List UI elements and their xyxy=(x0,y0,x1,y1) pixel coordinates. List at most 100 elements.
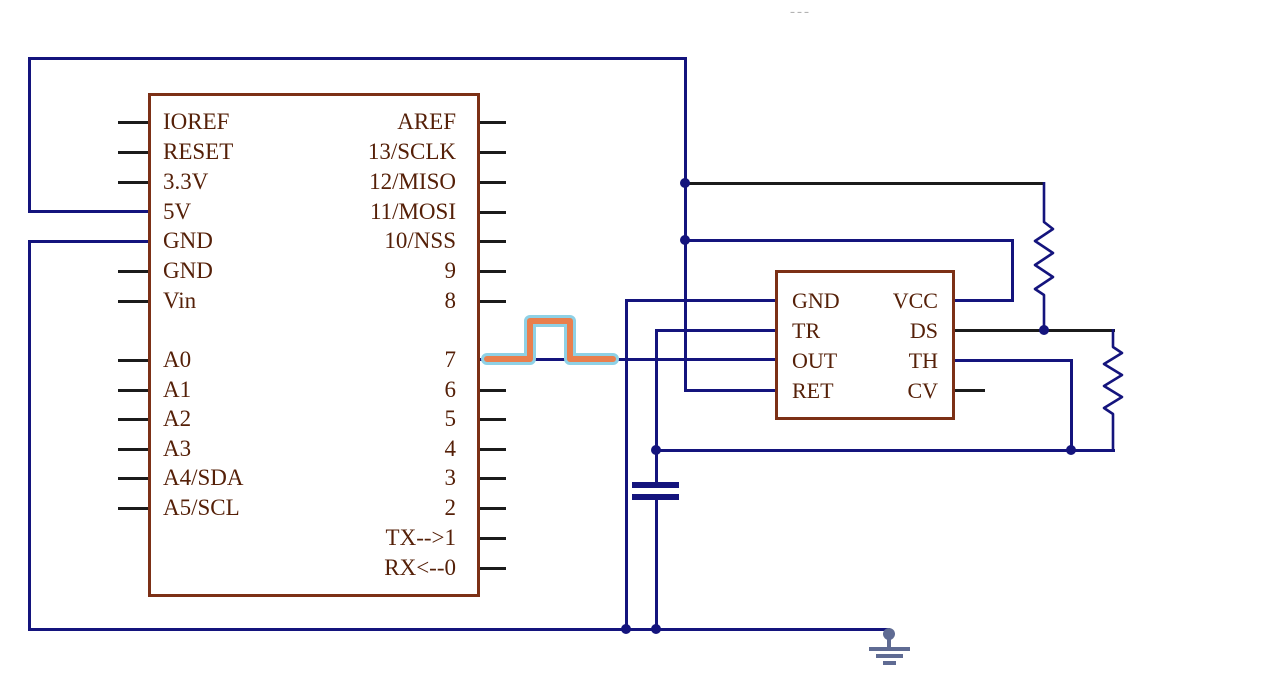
arduino-right-stub-4 xyxy=(480,448,506,451)
arduino-right-stub-tx1 xyxy=(480,537,506,540)
timer-pin-label-gnd: GND xyxy=(792,288,840,313)
ground-bar-3 xyxy=(883,661,896,665)
arduino-right-stub-11 xyxy=(480,211,506,214)
pin-label-7: 7 xyxy=(444,347,457,372)
capacitor-top-plate xyxy=(632,482,679,488)
pin-label-10-nss: 10/NSS xyxy=(384,228,456,253)
wire-timer-gnd-vertical xyxy=(625,299,628,631)
resistor-icon xyxy=(1033,182,1055,332)
junction-dot xyxy=(680,178,690,188)
resistor-icon xyxy=(1102,329,1124,451)
arduino-right-stub-6 xyxy=(480,389,506,392)
arduino-left-stub-a4 xyxy=(118,477,148,480)
junction-dot xyxy=(651,624,661,634)
wire-gnd-left-vertical xyxy=(28,240,31,631)
pin-label-11-mosi: 11/MOSI xyxy=(369,199,456,224)
wire-5v-top-rail xyxy=(28,57,687,60)
wire-5v-left-vertical xyxy=(28,57,31,212)
timer-pin-label-tr: TR xyxy=(792,318,821,343)
wire-threshold-horizontal xyxy=(955,359,1072,362)
junction-dot xyxy=(1039,325,1049,335)
pin-label-2: 2 xyxy=(444,495,457,520)
wire-threshold-vertical xyxy=(1070,359,1073,452)
arduino-left-stub-ioref xyxy=(118,121,148,124)
pin-label-ioref: IOREF xyxy=(163,109,230,134)
capacitor-bottom-plate xyxy=(632,494,679,500)
wire-timing-node-horizontal xyxy=(655,449,1115,452)
arduino-left-stub-a0 xyxy=(118,359,148,362)
arduino-right-stub-12 xyxy=(480,181,506,184)
wire-cap-vertical-bottom xyxy=(655,497,658,631)
timer-pin-label-th: TH xyxy=(908,348,938,373)
pin-label-6: 6 xyxy=(444,377,457,402)
pin-label-3v3: 3.3V xyxy=(163,169,209,194)
pulse-waveform-icon xyxy=(481,315,619,365)
arduino-left-stub-a5 xyxy=(118,507,148,510)
arduino-left-stub-a3 xyxy=(118,448,148,451)
arduino-right-stub-3 xyxy=(480,477,506,480)
pin-label-9: 9 xyxy=(444,258,457,283)
arduino-left-stub-3v3 xyxy=(118,181,148,184)
pin-label-5: 5 xyxy=(444,406,457,431)
junction-dot xyxy=(680,235,690,245)
wire-vcc-feed-vertical xyxy=(1011,239,1014,302)
pin-label-reset: RESET xyxy=(163,139,234,164)
pin-label-gnd1: GND xyxy=(163,228,213,253)
timer-ic-box xyxy=(775,270,955,420)
arduino-left-stub-a1 xyxy=(118,389,148,392)
arduino-right-stub-10 xyxy=(480,240,506,243)
arduino-right-stub-8 xyxy=(480,300,506,303)
arduino-right-stub-rx0 xyxy=(480,567,506,570)
wire-5v-to-arduino xyxy=(28,210,148,213)
pin-label-12-miso: 12/MISO xyxy=(369,169,456,194)
arduino-right-stub-2 xyxy=(480,507,506,510)
wire-cv-stub xyxy=(955,389,985,392)
ground-bar-2 xyxy=(876,654,903,658)
pin-label-vin: Vin xyxy=(163,288,197,313)
wire-gnd-bottom-rail xyxy=(28,628,890,631)
pin-label-rx0: RX<--0 xyxy=(384,555,456,580)
wire-r1-feed xyxy=(684,182,1044,185)
arduino-right-stub-13 xyxy=(480,151,506,154)
pin-label-3: 3 xyxy=(444,465,457,490)
pin-label-a1: A1 xyxy=(163,377,192,402)
wire-vcc-pin xyxy=(955,299,1014,302)
pin-label-8: 8 xyxy=(444,288,457,313)
wire-ret-to-5v xyxy=(684,389,775,392)
wire-timer-gnd-horizontal xyxy=(625,299,775,302)
wire-out-to-pin7 xyxy=(480,358,777,361)
arduino-left-stub-a2 xyxy=(118,418,148,421)
ground-bar-1 xyxy=(869,647,910,651)
ground-stem xyxy=(887,630,891,648)
junction-dot xyxy=(621,624,631,634)
wire-gnd-from-arduino xyxy=(28,240,148,243)
wire-5v-mid-vertical xyxy=(684,57,687,392)
timer-pin-label-out: OUT xyxy=(792,348,838,373)
wire-trigger-horizontal xyxy=(655,329,775,332)
pin-label-13-sclk: 13/SCLK xyxy=(367,139,456,164)
pin-label-a3: A3 xyxy=(163,436,192,461)
junction-dot xyxy=(651,445,661,455)
pin-label-gnd2: GND xyxy=(163,258,213,283)
pin-label-4: 4 xyxy=(444,436,457,461)
arduino-ic-box xyxy=(148,93,480,597)
pin-label-5v: 5V xyxy=(163,199,192,224)
wire-discharge-line xyxy=(955,329,1115,332)
pin-label-a5-scl: A5/SCL xyxy=(163,495,240,520)
timer-pin-label-cv: CV xyxy=(907,378,938,403)
pin-label-tx1: TX-->1 xyxy=(385,525,456,550)
timer-pin-label-ret: RET xyxy=(792,378,834,403)
arduino-right-stub-aref xyxy=(480,121,506,124)
timer-pin-label-vcc: VCC xyxy=(892,288,938,313)
wire-vcc-feed-horizontal xyxy=(684,239,1014,242)
pin-label-a0: A0 xyxy=(163,347,192,372)
pin-label-a4-sda: A4/SDA xyxy=(163,465,244,490)
pin-label-aref: AREF xyxy=(397,109,456,134)
scan-artifact-text: --- xyxy=(790,4,811,20)
arduino-left-stub-vin xyxy=(118,300,148,303)
arduino-right-stub-5 xyxy=(480,418,506,421)
junction-dot xyxy=(1066,445,1076,455)
timer-pin-label-ds: DS xyxy=(909,318,938,343)
pin-label-a2: A2 xyxy=(163,406,192,431)
